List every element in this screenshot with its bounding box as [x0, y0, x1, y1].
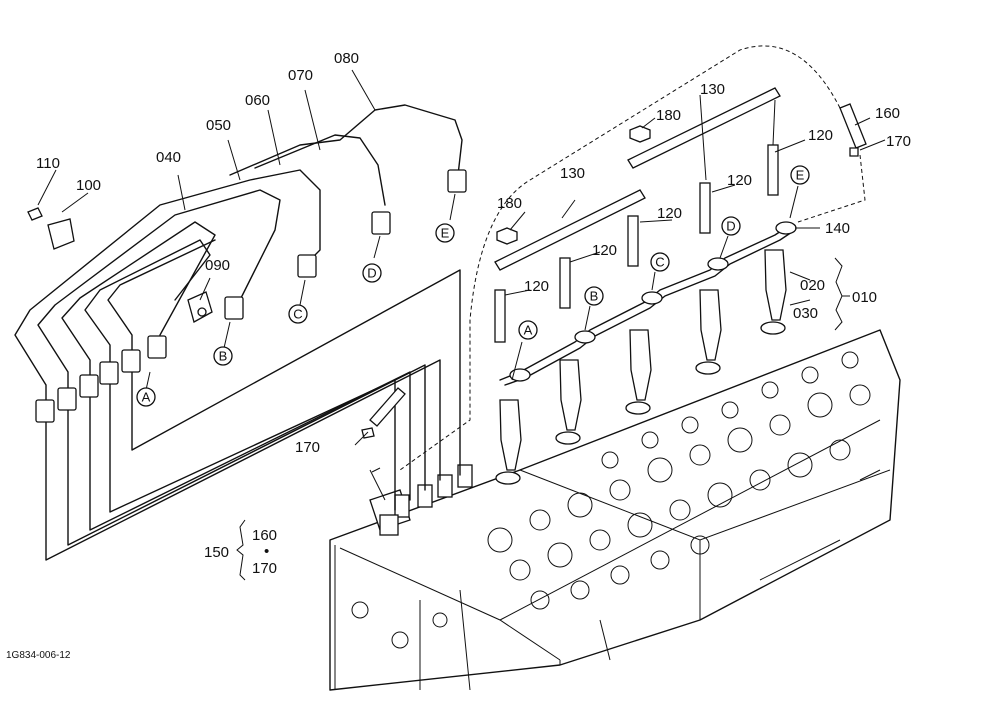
injection-pipes: [14, 104, 467, 561]
label-120-c: 120: [657, 205, 682, 222]
label-120-e: 120: [524, 278, 549, 295]
label-070: 070: [288, 67, 313, 84]
label-150: 150: [204, 544, 229, 561]
leader-lines: [37, 69, 886, 581]
label-170-top: 170: [886, 133, 911, 150]
label-150-dot: •: [264, 543, 269, 560]
marker-b-injector: B: [584, 286, 604, 306]
label-130-top: 130: [700, 81, 725, 98]
label-030: 030: [793, 305, 818, 322]
label-090: 090: [205, 257, 230, 274]
label-010: 010: [852, 289, 877, 306]
label-020: 020: [800, 277, 825, 294]
label-120-a: 120: [808, 127, 833, 144]
label-170-left: 170: [295, 439, 320, 456]
svg-text:D: D: [726, 219, 735, 234]
assembly-150: 150 160 • 170: [204, 527, 277, 577]
label-150-160: 160: [252, 527, 277, 544]
label-130-mid: 130: [560, 165, 585, 182]
glow-plug-leads: [494, 87, 781, 271]
svg-text:A: A: [142, 390, 151, 405]
marker-a-pipe: A: [136, 387, 156, 407]
marker-c-pipe: C: [288, 304, 308, 324]
leak-off-pipe: [499, 221, 797, 386]
label-160-top: 160: [875, 105, 900, 122]
label-110: 110: [36, 155, 60, 172]
label-060: 060: [245, 92, 270, 109]
marker-e-pipe: E: [435, 223, 455, 243]
svg-text:C: C: [293, 307, 302, 322]
svg-text:A: A: [524, 323, 533, 338]
label-120-b: 120: [727, 172, 752, 189]
svg-text:B: B: [219, 349, 228, 364]
svg-text:E: E: [796, 168, 805, 183]
svg-text:D: D: [367, 266, 376, 281]
marker-b-pipe: B: [213, 346, 233, 366]
pipe-clamp: [27, 207, 213, 323]
label-080: 080: [334, 50, 359, 67]
marker-d-pipe: D: [362, 263, 382, 283]
marker-d-injector: D: [721, 216, 741, 236]
label-040: 040: [156, 149, 181, 166]
svg-text:B: B: [590, 289, 599, 304]
label-100: 100: [76, 177, 101, 194]
glow-plugs: [494, 144, 779, 343]
marker-c-injector: C: [650, 252, 670, 272]
engine-block: [329, 329, 901, 691]
label-140: 140: [825, 220, 850, 237]
nuts: [496, 125, 651, 245]
injector-nozzles: [495, 249, 787, 485]
svg-text:E: E: [441, 226, 450, 241]
label-150-170: 170: [252, 560, 277, 577]
injection-pump: [369, 464, 473, 536]
label-180-left: 180: [497, 195, 522, 212]
marker-a-injector: A: [518, 320, 538, 340]
marker-e-injector: E: [790, 165, 810, 185]
label-050: 050: [206, 117, 231, 134]
label-180-top: 180: [656, 107, 681, 124]
label-120-d: 120: [592, 242, 617, 259]
drawing-code: 1G834-006-12: [6, 650, 71, 661]
part-labels: 080 070 060 050 040 110 100 090 130 130 …: [36, 50, 911, 456]
svg-text:C: C: [655, 255, 664, 270]
